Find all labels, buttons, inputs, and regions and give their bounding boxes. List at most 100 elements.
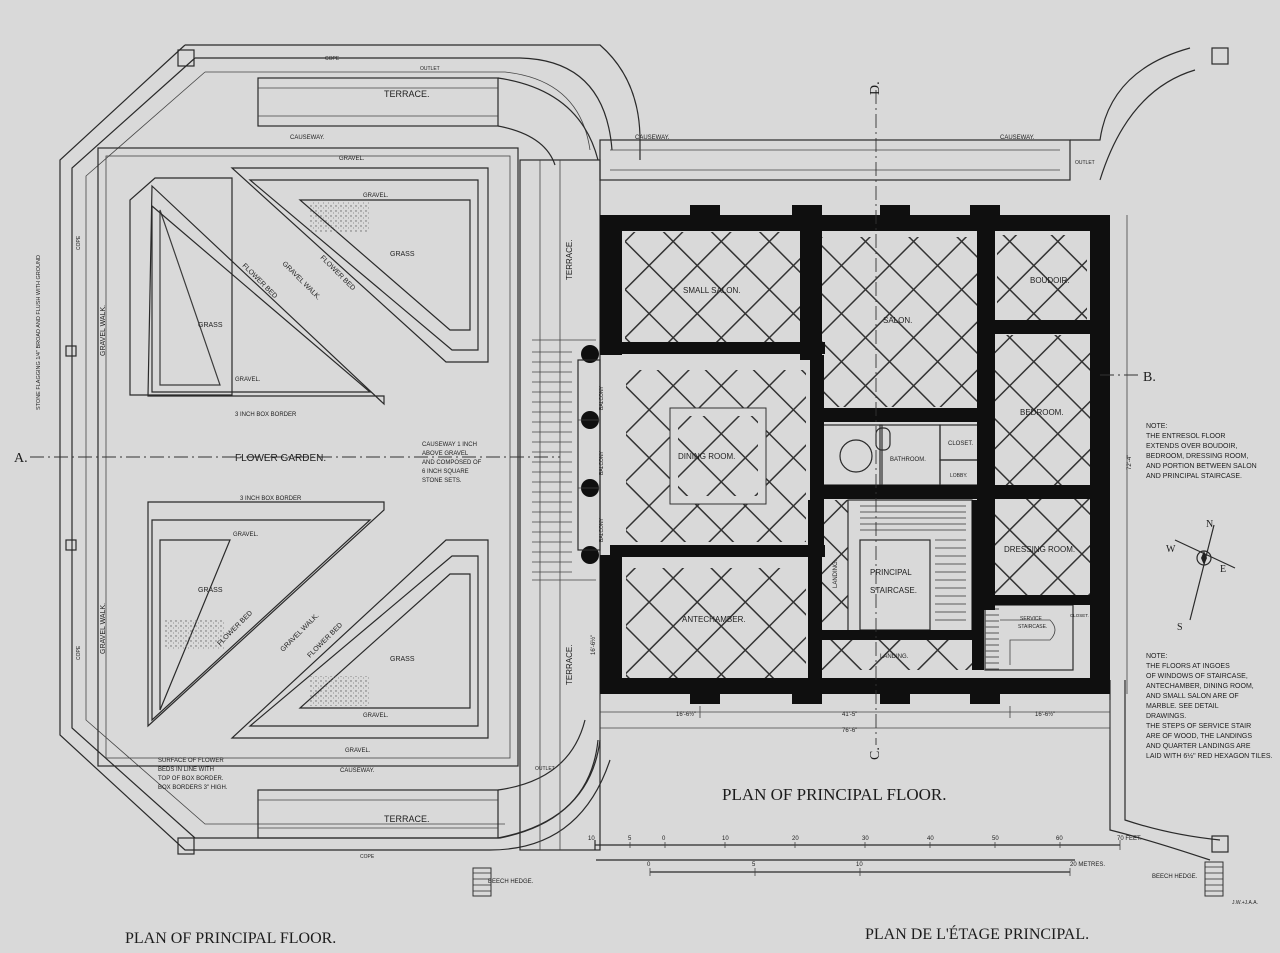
- beech-hedge-left: [472, 867, 492, 897]
- dim-2: 41'-5": [842, 712, 857, 718]
- svg-text:THE STEPS OF SERVICE STAIR: THE STEPS OF SERVICE STAIR: [1146, 723, 1251, 730]
- closet-label: CLOSET.: [948, 441, 973, 447]
- svg-text:CAUSEWAY 1 INCH: CAUSEWAY 1 INCH: [422, 442, 477, 448]
- bathroom-label: BATHROOM.: [890, 457, 926, 463]
- dim-1: 16'-6½": [676, 711, 696, 718]
- dining-room-label: DINING ROOM.: [678, 452, 735, 461]
- grass-label-2: GRASS: [390, 251, 415, 258]
- svg-text:10: 10: [722, 836, 729, 842]
- stone-flagging-note: STONE FLAGGING 1/4" BROAD AND FLUSH WITH…: [36, 255, 42, 410]
- svg-text:70 FEET.: 70 FEET.: [1117, 836, 1142, 842]
- landing-label-2: LANDING.: [833, 559, 839, 588]
- grass-label-4: GRASS: [390, 656, 415, 663]
- gravel-label-2: GRAVEL.: [233, 532, 259, 538]
- svg-text:AND SMALL SALON ARE OF: AND SMALL SALON ARE OF: [1146, 693, 1239, 700]
- service-staircase-label-2: STAIRCASE.: [1018, 624, 1047, 630]
- antechamber-label: ANTECHAMBER.: [682, 615, 746, 624]
- note-floors: NOTE: THE FLOORS AT INGOES OF WINDOWS OF…: [1146, 653, 1272, 760]
- svg-text:5: 5: [628, 836, 632, 842]
- dim-6: 16'-6½": [590, 635, 597, 655]
- closet-label-2: CLOSET.: [1070, 613, 1089, 618]
- flower-bed-label-1: FLOWER BED: [241, 262, 279, 300]
- svg-text:5: 5: [752, 862, 756, 868]
- dimension-lines: [599, 215, 1128, 740]
- lobby-label: LOBBY.: [950, 473, 967, 479]
- box-border-label-1: 3 INCH BOX BORDER: [235, 412, 297, 418]
- metre-scale-labels: 0 5 10 20 METRES.: [647, 862, 1105, 868]
- svg-text:BEDROOM, DRESSING ROOM,: BEDROOM, DRESSING ROOM,: [1146, 453, 1248, 460]
- house: [577, 205, 1110, 704]
- gravel-walk-label-4: GRAVEL WALK.: [100, 603, 107, 654]
- note-entresol: NOTE: THE ENTRESOL FLOOR EXTENDS OVER BO…: [1146, 423, 1257, 480]
- service-staircase-label-1: SERVICE: [1020, 616, 1043, 622]
- box-border-label-2: 3 INCH BOX BORDER: [240, 496, 302, 502]
- section-lines: [30, 90, 1140, 745]
- svg-text:NOTE:: NOTE:: [1146, 653, 1167, 660]
- svg-text:LAID WITH 6½" RED HEXAGON TILE: LAID WITH 6½" RED HEXAGON TILES.: [1146, 752, 1272, 760]
- compass-s: S: [1177, 622, 1183, 633]
- signature: J.W.+J.A.A.: [1232, 900, 1258, 906]
- svg-text:BEDS IN LINE WITH: BEDS IN LINE WITH: [158, 767, 214, 773]
- compass-e: E: [1220, 564, 1226, 575]
- gravel-label-1: GRAVEL.: [235, 377, 261, 383]
- svg-text:EXTENDS OVER BOUDOIR,: EXTENDS OVER BOUDOIR,: [1146, 443, 1237, 450]
- svg-text:THE ENTRESOL FLOOR: THE ENTRESOL FLOOR: [1146, 433, 1225, 440]
- svg-text:NOTE:: NOTE:: [1146, 423, 1167, 430]
- terrace-side-label-2: TERRACE.: [565, 645, 574, 685]
- surface-note: SURFACE OF FLOWER BEDS IN LINE WITH TOP …: [158, 758, 228, 791]
- cope-label-2: COPE: [360, 854, 375, 860]
- boudoir-label: BOUDOIR.: [1030, 276, 1070, 285]
- section-mark-b: B.: [1143, 370, 1156, 385]
- caption-french: PLAN DE L'ÉTAGE PRINCIPAL.: [865, 924, 1089, 943]
- cope-label-1: COPE: [325, 56, 340, 62]
- grass-label-1: GRASS: [198, 322, 223, 329]
- svg-text:BOX BORDERS 3" HIGH.: BOX BORDERS 3" HIGH.: [158, 785, 228, 791]
- causeway-top-label: CAUSEWAY.: [290, 135, 325, 141]
- gravel-walk-label-3: GRAVEL WALK.: [100, 305, 107, 356]
- svg-text:0: 0: [647, 862, 651, 868]
- beech-hedge-left-label: BEECH HEDGE.: [488, 879, 534, 885]
- landing-label-1: LANDING.: [880, 654, 909, 660]
- balcony-label-2: BALCONY: [599, 450, 605, 475]
- dim-3: 16'-6½": [1035, 711, 1055, 718]
- gravel-label-3: GRAVEL.: [363, 193, 389, 199]
- svg-text:AND PRINCIPAL STAIRCASE.: AND PRINCIPAL STAIRCASE.: [1146, 473, 1242, 480]
- gravel-walk-label-1: GRAVEL WALK.: [281, 260, 322, 301]
- bedroom-label: BEDROOM.: [1020, 408, 1064, 417]
- svg-text:10: 10: [588, 836, 595, 842]
- svg-text:STONE SETS.: STONE SETS.: [422, 478, 462, 484]
- svg-text:6 INCH SQUARE: 6 INCH SQUARE: [422, 469, 469, 475]
- balcony-label-3: BALCONY: [599, 517, 605, 542]
- svg-text:TOP OF BOX BORDER.: TOP OF BOX BORDER.: [158, 776, 224, 782]
- dim-4: 76'-6": [842, 728, 857, 734]
- balcony-label-1: BALCONY: [599, 385, 605, 410]
- section-mark-labels: A. B. C. D.: [14, 81, 1156, 760]
- flower-garden: [59, 44, 641, 855]
- gravel-label-5: GRAVEL.: [339, 156, 365, 162]
- compass-labels: N E W S: [1166, 519, 1226, 633]
- causeway-house-label-1: CAUSEWAY.: [635, 135, 670, 141]
- grass-label-3: GRASS: [198, 587, 223, 594]
- terrace-top-label: TERRACE.: [384, 89, 430, 99]
- svg-text:50: 50: [992, 836, 999, 842]
- beech-hedge-right-label: BEECH HEDGE.: [1152, 874, 1198, 880]
- compass-w: W: [1166, 544, 1176, 555]
- section-mark-c: C.: [868, 747, 883, 760]
- principal-staircase-label-2: STAIRCASE.: [870, 586, 917, 595]
- outlet-label-1: OUTLET: [420, 66, 440, 72]
- small-salon-label: SMALL SALON.: [683, 286, 741, 295]
- flower-garden-label: FLOWER GARDEN.: [235, 453, 326, 464]
- cope-label-4: COPE: [76, 645, 82, 660]
- causeway-bottom-label: CAUSEWAY.: [340, 768, 375, 774]
- svg-text:60: 60: [1056, 836, 1063, 842]
- gravel-label-6: GRAVEL.: [345, 748, 371, 754]
- svg-text:ANTECHAMBER, DINING ROOM,: ANTECHAMBER, DINING ROOM,: [1146, 683, 1254, 690]
- causeway-house-label-2: CAUSEWAY.: [1000, 135, 1035, 141]
- feet-scale-labels: 10 5 0 10 20 30 40 50 60 70 FEET.: [588, 836, 1142, 842]
- svg-text:30: 30: [862, 836, 869, 842]
- principal-staircase-label-1: PRINCIPAL: [870, 568, 912, 577]
- flower-bed-label-2: FLOWER BED: [319, 254, 357, 292]
- section-mark-d: D.: [868, 81, 883, 95]
- causeway-note: CAUSEWAY 1 INCH ABOVE GRAVEL AND COMPOSE…: [422, 442, 482, 484]
- svg-text:10: 10: [856, 862, 863, 868]
